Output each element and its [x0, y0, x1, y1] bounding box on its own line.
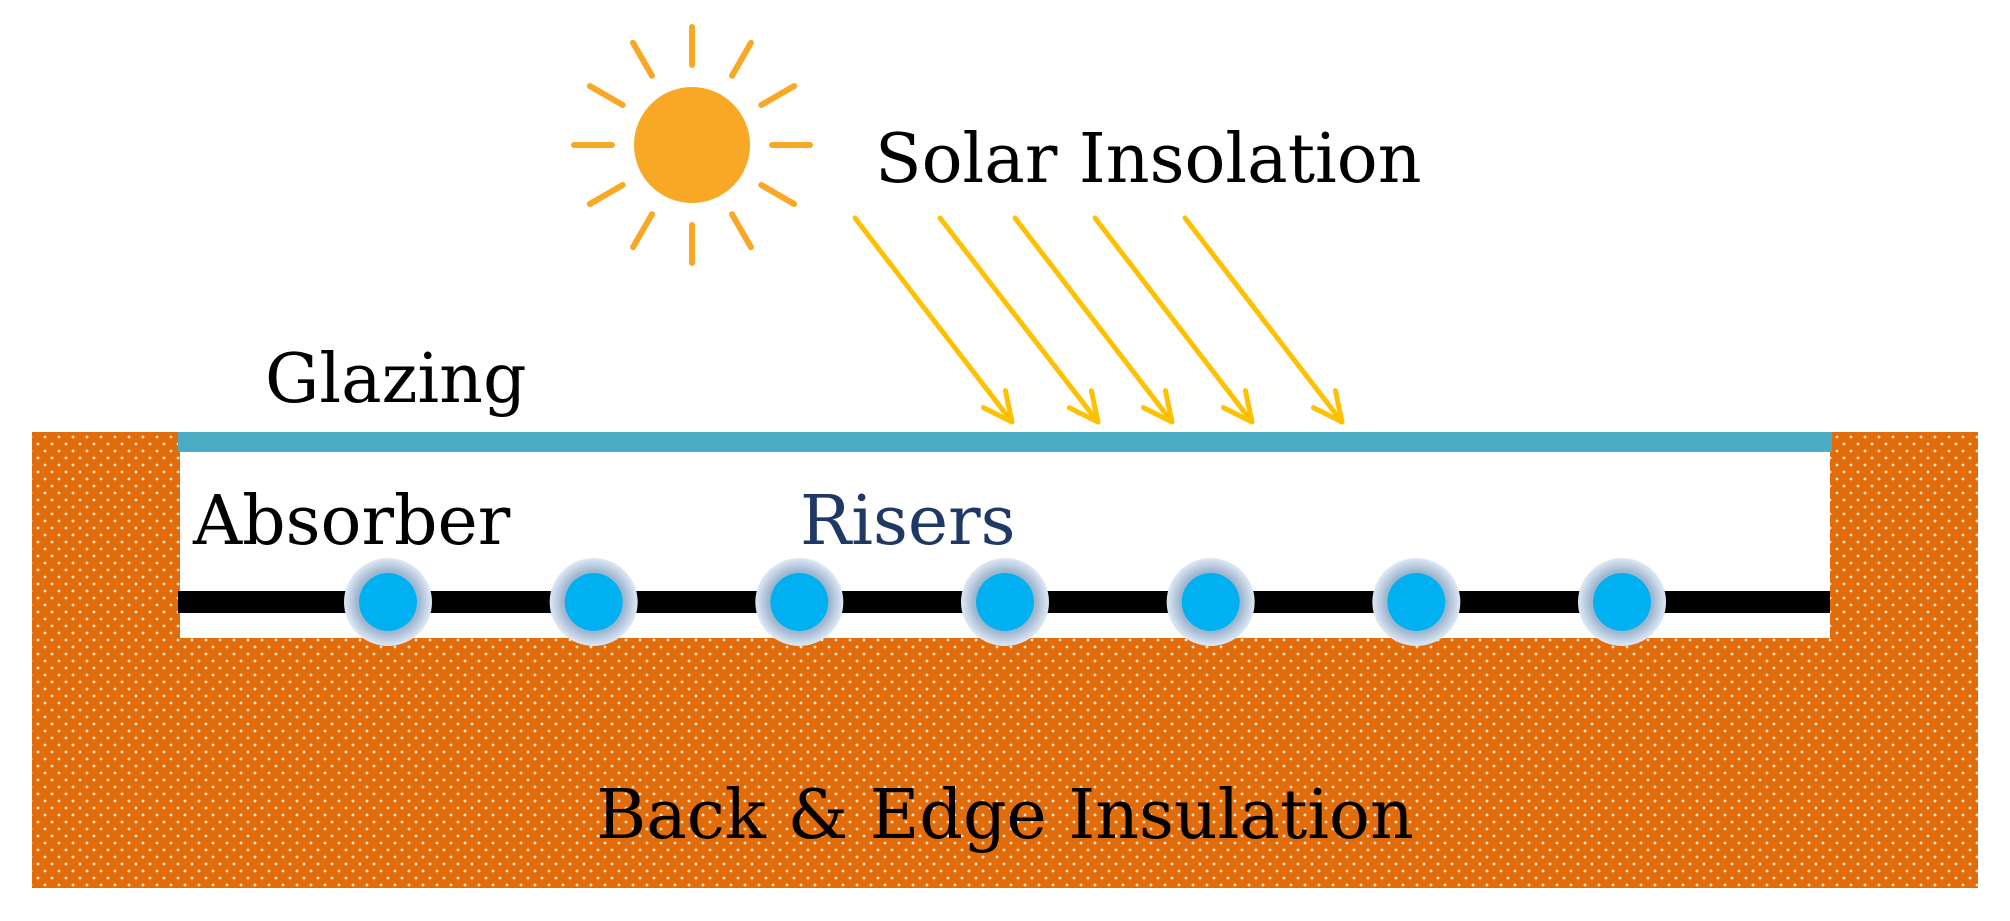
insulation-label: Back & Edge Insulation — [596, 776, 1414, 855]
risers-label: Risers — [800, 482, 1016, 561]
riser-tube — [344, 558, 432, 646]
insulation-housing — [32, 432, 1978, 888]
sun-ray — [586, 182, 626, 207]
arrow-icon — [1092, 215, 1255, 425]
solar-insolation-label: Solar Insolation — [875, 120, 1422, 199]
arrow-icon — [1182, 215, 1345, 425]
arrow-icon — [1012, 215, 1175, 425]
riser-tube — [1372, 558, 1461, 646]
arrow-icon — [852, 215, 1015, 425]
sun-ray — [630, 39, 655, 79]
sun-core — [634, 87, 750, 203]
glazing-layer — [178, 432, 1832, 452]
solar-arrows — [852, 215, 1345, 425]
risers-group — [344, 558, 1666, 646]
riser-tube — [1166, 558, 1255, 646]
sun-ray — [729, 39, 754, 79]
arrow-icon — [937, 215, 1101, 425]
riser-tube — [549, 558, 638, 646]
sun-ray — [586, 83, 626, 108]
riser-tube — [1578, 558, 1666, 646]
sun-ray — [729, 211, 754, 251]
sun-icon — [571, 24, 813, 266]
absorber-label: Absorber — [192, 482, 511, 561]
insulation-texture — [32, 432, 1978, 888]
glazing-label: Glazing — [265, 340, 527, 419]
sun-ray — [630, 211, 655, 251]
sun-ray — [758, 182, 798, 207]
sun-ray — [758, 83, 798, 108]
riser-tube — [961, 558, 1049, 646]
riser-tube — [755, 558, 844, 646]
